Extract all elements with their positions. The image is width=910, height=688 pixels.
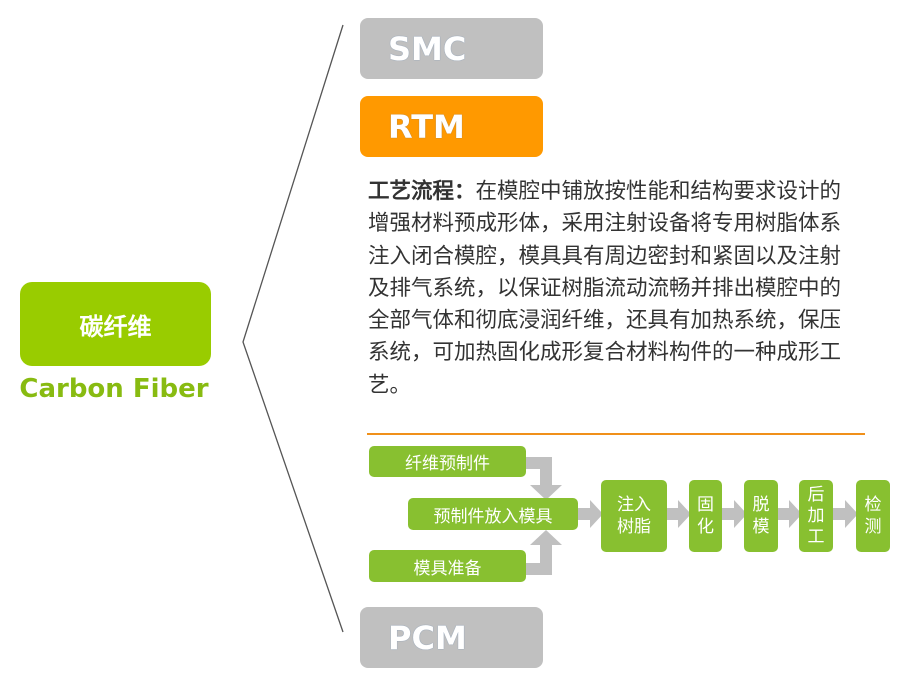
flow-input-mold-prep: 模具准备 <box>369 550 526 582</box>
flow-step-inspect-line2: 测 <box>864 517 882 537</box>
arrow-cure-to-demold <box>722 500 747 528</box>
description-body: 在模腔中铺放按性能和结构要求设计的增强材料预成形体，采用注射设备将专用树脂体系注… <box>368 179 842 398</box>
flow-input-mold-prep-label: 模具准备 <box>413 558 482 579</box>
method-smc[interactable]: SMC <box>360 18 543 79</box>
flow-step-inject-line2: 树脂 <box>617 517 651 537</box>
flow-step-cure-line2: 化 <box>697 517 714 537</box>
flow-input-fiber-preform-label: 纤维预制件 <box>405 454 490 474</box>
flow-input-fiber-preform: 纤维预制件 <box>369 446 526 477</box>
flow-step-demold-line1: 脱 <box>752 495 770 515</box>
flow-step-post-line1: 后 <box>807 484 825 505</box>
flow-step-demold: 脱 模 <box>744 480 778 552</box>
flow-step-inject-line1: 注入 <box>617 495 651 515</box>
process-description: 工艺流程：在模腔中铺放按性能和结构要求设计的增强材料预成形体，采用注射设备将专用… <box>368 176 858 402</box>
method-pcm[interactable]: PCM <box>360 607 543 668</box>
flow-step-inject-resin: 注入 树脂 <box>601 480 667 552</box>
flow-step-post-line2: 加 <box>807 505 825 526</box>
method-rtm[interactable]: RTM <box>360 96 543 157</box>
flow-step-cure-line1: 固 <box>697 495 714 515</box>
flow-step-demold-line2: 模 <box>752 517 770 537</box>
flow-step-post-process: 后 加 工 <box>799 480 833 552</box>
arrow-input-bottom <box>522 530 562 575</box>
bracket-connector <box>242 24 344 633</box>
root-caption: Carbon Fiber <box>19 374 209 404</box>
arrow-demold-to-postprocess <box>778 500 802 528</box>
arrow-postprocess-to-inspect <box>833 500 858 528</box>
section-divider <box>367 433 865 435</box>
flow-merge-step-label: 预制件放入模具 <box>433 506 553 527</box>
description-separator: ： <box>454 179 476 204</box>
flow-step-inspect-line1: 检 <box>864 495 882 515</box>
arrow-inject-to-cure <box>666 500 691 528</box>
method-pcm-label: PCM <box>388 618 467 657</box>
flow-step-cure: 固 化 <box>689 480 722 552</box>
method-rtm-label: RTM <box>388 107 465 146</box>
flow-step-post-line3: 工 <box>807 526 825 547</box>
arrow-merge-to-inject <box>577 500 603 528</box>
flow-step-inspect: 检 测 <box>856 480 890 552</box>
flow-merge-step: 预制件放入模具 <box>408 498 578 530</box>
description-heading: 工艺流程 <box>368 179 455 204</box>
root-node-carbon-fiber: 碳纤维 <box>20 282 211 366</box>
arrow-input-top <box>522 457 562 500</box>
method-smc-label: SMC <box>388 29 467 68</box>
